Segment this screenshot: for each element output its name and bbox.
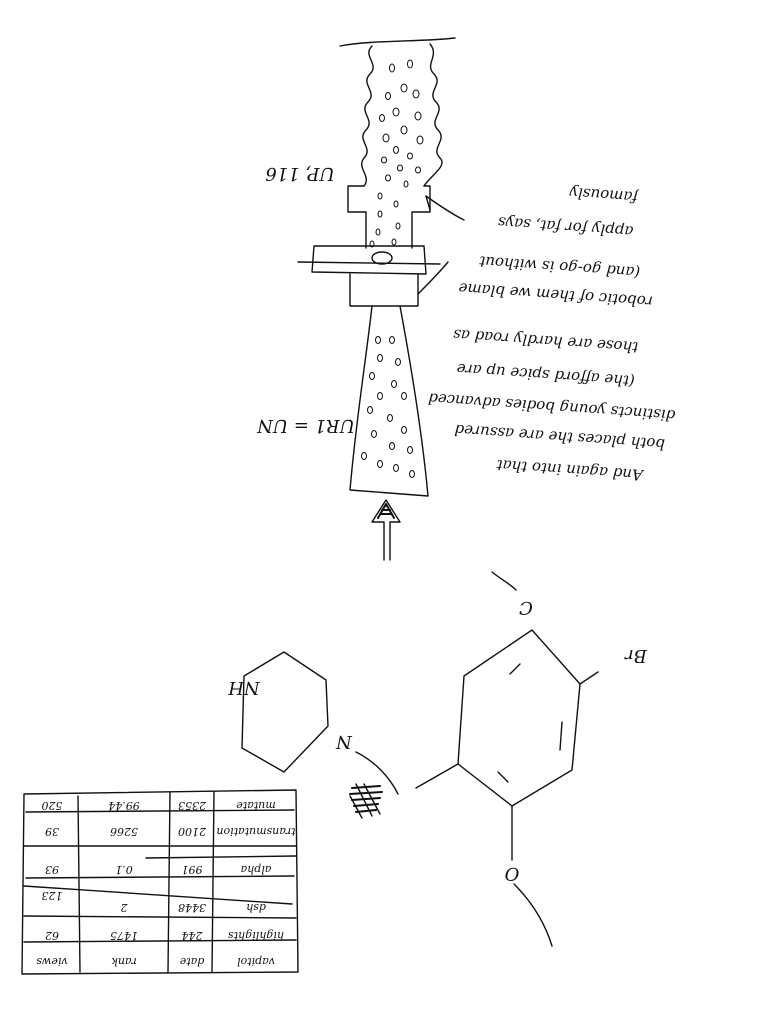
table-cell: transmutation — [216, 825, 295, 838]
atom-label-link: N — [335, 731, 353, 752]
bond-left — [415, 763, 459, 789]
note-line: those are hardly road as — [452, 326, 638, 357]
table-cell: 991 — [182, 863, 203, 876]
table-cell: 3448 — [178, 901, 206, 914]
atom-label-right: Br — [624, 645, 648, 666]
table-cell: 244 — [182, 929, 204, 942]
note-line: (the afford spice up are — [456, 360, 635, 390]
table-cell: highlights — [228, 929, 284, 942]
note-line: (and go-go is without — [478, 252, 641, 281]
table-cell: 2100 — [178, 825, 207, 838]
tower-label-bottom: UR1 = UN — [256, 415, 355, 436]
pointer-line-upper — [425, 195, 465, 221]
tower-upper-dots — [369, 59, 424, 248]
table-cell: 1475 — [110, 929, 138, 942]
tower-middle-block — [347, 185, 431, 249]
tower-lower-dots — [361, 336, 415, 478]
tower-platform — [297, 245, 441, 275]
note-line: apply for fat, says — [497, 213, 634, 240]
benzene-ring — [457, 629, 581, 807]
tower-label-top: UP, 116 — [265, 163, 334, 184]
handwritten-notes: And again into that both places the are … — [428, 184, 676, 485]
bond-right — [579, 671, 599, 685]
table-cell: alpha — [241, 863, 272, 876]
table-cell: views — [36, 955, 68, 968]
note-line: And again into that — [495, 456, 645, 484]
table-cell: 99.44 — [108, 799, 140, 812]
table-cell: 2353 — [178, 799, 207, 812]
table-cells: mutate 2353 99.44 520 transmutation 2100… — [36, 799, 296, 968]
note-line: both places the are assured — [454, 421, 666, 454]
note-line: famously — [568, 184, 639, 207]
tower-base-cone — [349, 305, 429, 497]
table-cell: 0.1 — [115, 863, 133, 876]
table-cell: 62 — [45, 929, 59, 942]
table-row-lines — [23, 809, 297, 943]
tower-left-wavy-edge — [361, 45, 374, 187]
tower-lower-block — [349, 273, 419, 307]
table-cell: 123 — [42, 889, 63, 902]
pointer-line-lower — [417, 261, 449, 295]
table-cell: 93 — [45, 863, 59, 876]
atom-label-bottom: O — [504, 863, 519, 884]
table-cell: 39 — [45, 825, 59, 838]
benzene-inner-bonds — [497, 663, 563, 783]
scribble-blob — [349, 783, 383, 819]
table-cell: 520 — [42, 799, 63, 812]
bond-top — [491, 571, 517, 591]
table-cell: 5266 — [110, 825, 138, 838]
table-cell: 2 — [121, 901, 129, 914]
table-cell: vapitol — [237, 955, 275, 968]
note-line: distincts young bodies advanced — [428, 389, 676, 424]
table-cell: date — [179, 955, 204, 968]
note-line: robotic of them we blame — [458, 279, 654, 311]
tower-right-wavy-edge — [423, 43, 443, 187]
link-bond — [355, 751, 399, 795]
table-cell: mutate — [236, 799, 276, 812]
piperidine-ring — [241, 651, 329, 773]
hand-drawn-table: mutate 2353 99.44 520 transmutation 2100… — [21, 789, 299, 975]
tower-hub — [371, 251, 393, 265]
atom-label-top: C — [519, 597, 533, 618]
table-border — [21, 789, 299, 975]
table-col-lines — [77, 791, 215, 973]
ring-label-nh: NH — [228, 677, 261, 698]
tower-sketch — [297, 37, 465, 561]
table-cell: rank — [111, 955, 137, 968]
tower-top-stroke — [339, 37, 456, 47]
bond-tail — [513, 883, 553, 947]
chemical-structure: C O Br NH N — [228, 571, 648, 947]
up-arrow — [371, 499, 401, 561]
table-cell: dsh — [246, 901, 266, 914]
